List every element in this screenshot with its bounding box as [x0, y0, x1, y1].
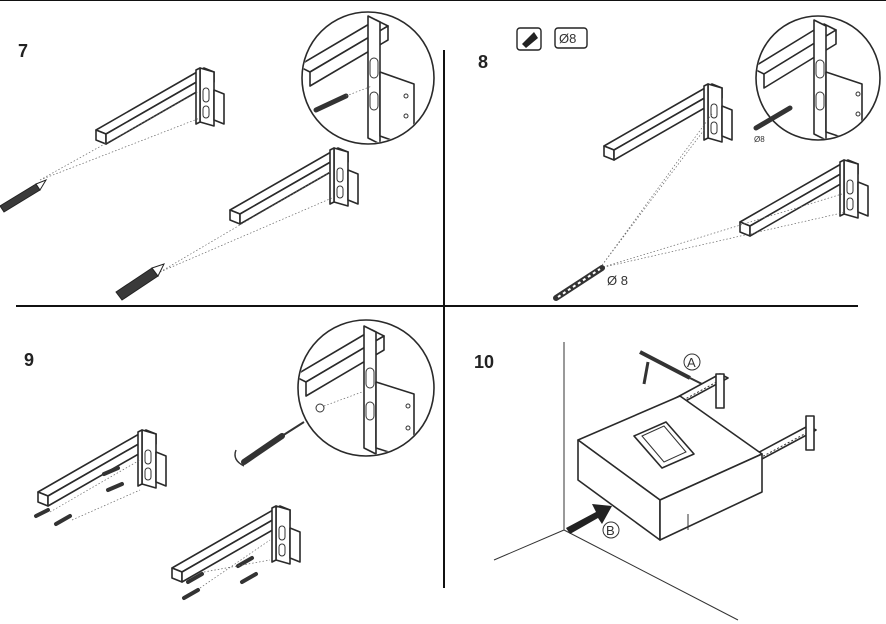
drill-bit-icon: [753, 105, 793, 131]
bracket-left: [37, 429, 167, 507]
drill-size-label: Ø8: [754, 135, 765, 144]
wall-corner: [493, 342, 739, 621]
marking-line: [159, 171, 333, 273]
silicone-gun-icon: [639, 350, 703, 385]
bracket-left: [95, 67, 225, 145]
push-arrow-icon: [566, 504, 612, 534]
callout-a: A: [683, 353, 701, 371]
step-number: 8: [478, 52, 488, 72]
step-9-panel: 9: [24, 319, 435, 600]
drill-size-badge: Ø8: [554, 27, 588, 49]
callout-b-label: B: [606, 523, 615, 538]
callout-a-label: A: [687, 355, 696, 370]
step-number: 9: [24, 350, 34, 370]
pencil-icon: [0, 178, 48, 213]
bracket-right: [229, 147, 359, 225]
magnifier-circle-icon: Ø8: [753, 15, 881, 144]
wall-plug-icon: [313, 93, 349, 113]
magnifier-circle-icon: [301, 11, 435, 145]
step-number: 10: [474, 352, 494, 372]
drill-bit-icon: [553, 265, 605, 301]
drill-line: [599, 113, 847, 269]
step-8-panel: 8 Ø8 Ø 8: [478, 15, 881, 301]
drill-size-label: Ø8: [559, 31, 576, 46]
marking-line: [39, 91, 201, 181]
screwdriver-icon: [241, 421, 305, 465]
bracket-left: [603, 83, 733, 161]
rotate-arrow-icon: [234, 449, 245, 467]
bracket-right: [171, 505, 301, 583]
drill-icon: [516, 27, 542, 51]
magnifier-circle-icon: [297, 319, 435, 457]
drill-size-label: Ø 8: [607, 273, 628, 288]
step-10-panel: 10 A: [474, 342, 817, 621]
pencil-icon: [115, 263, 165, 301]
bracket-right: [739, 159, 869, 237]
step-number: 7: [18, 41, 28, 61]
step-7-panel: 7: [0, 11, 435, 301]
vanity-unit: [577, 395, 763, 541]
callout-b: B: [602, 521, 620, 539]
wall-plug-icon: [34, 466, 258, 600]
